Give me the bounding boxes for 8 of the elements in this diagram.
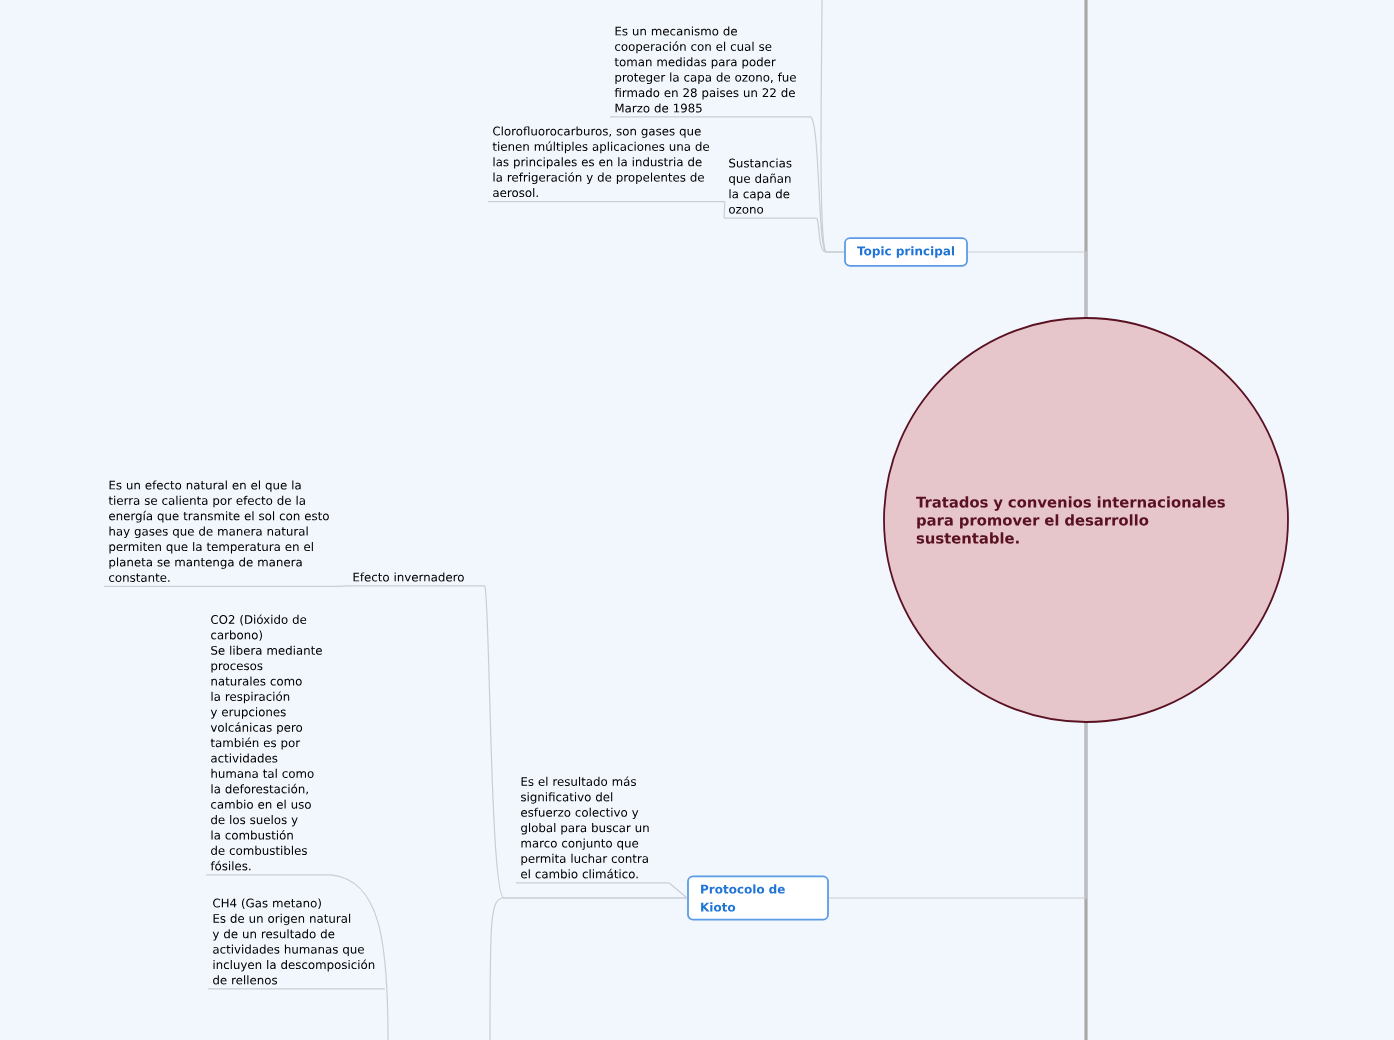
connector-line xyxy=(668,882,688,899)
connector-line xyxy=(967,251,1087,318)
connector-line xyxy=(820,0,845,253)
connector-line xyxy=(489,897,688,1040)
connector-line xyxy=(336,585,349,587)
connector-line xyxy=(723,200,726,219)
connector-line xyxy=(330,874,389,1040)
connector-line xyxy=(828,722,1087,899)
